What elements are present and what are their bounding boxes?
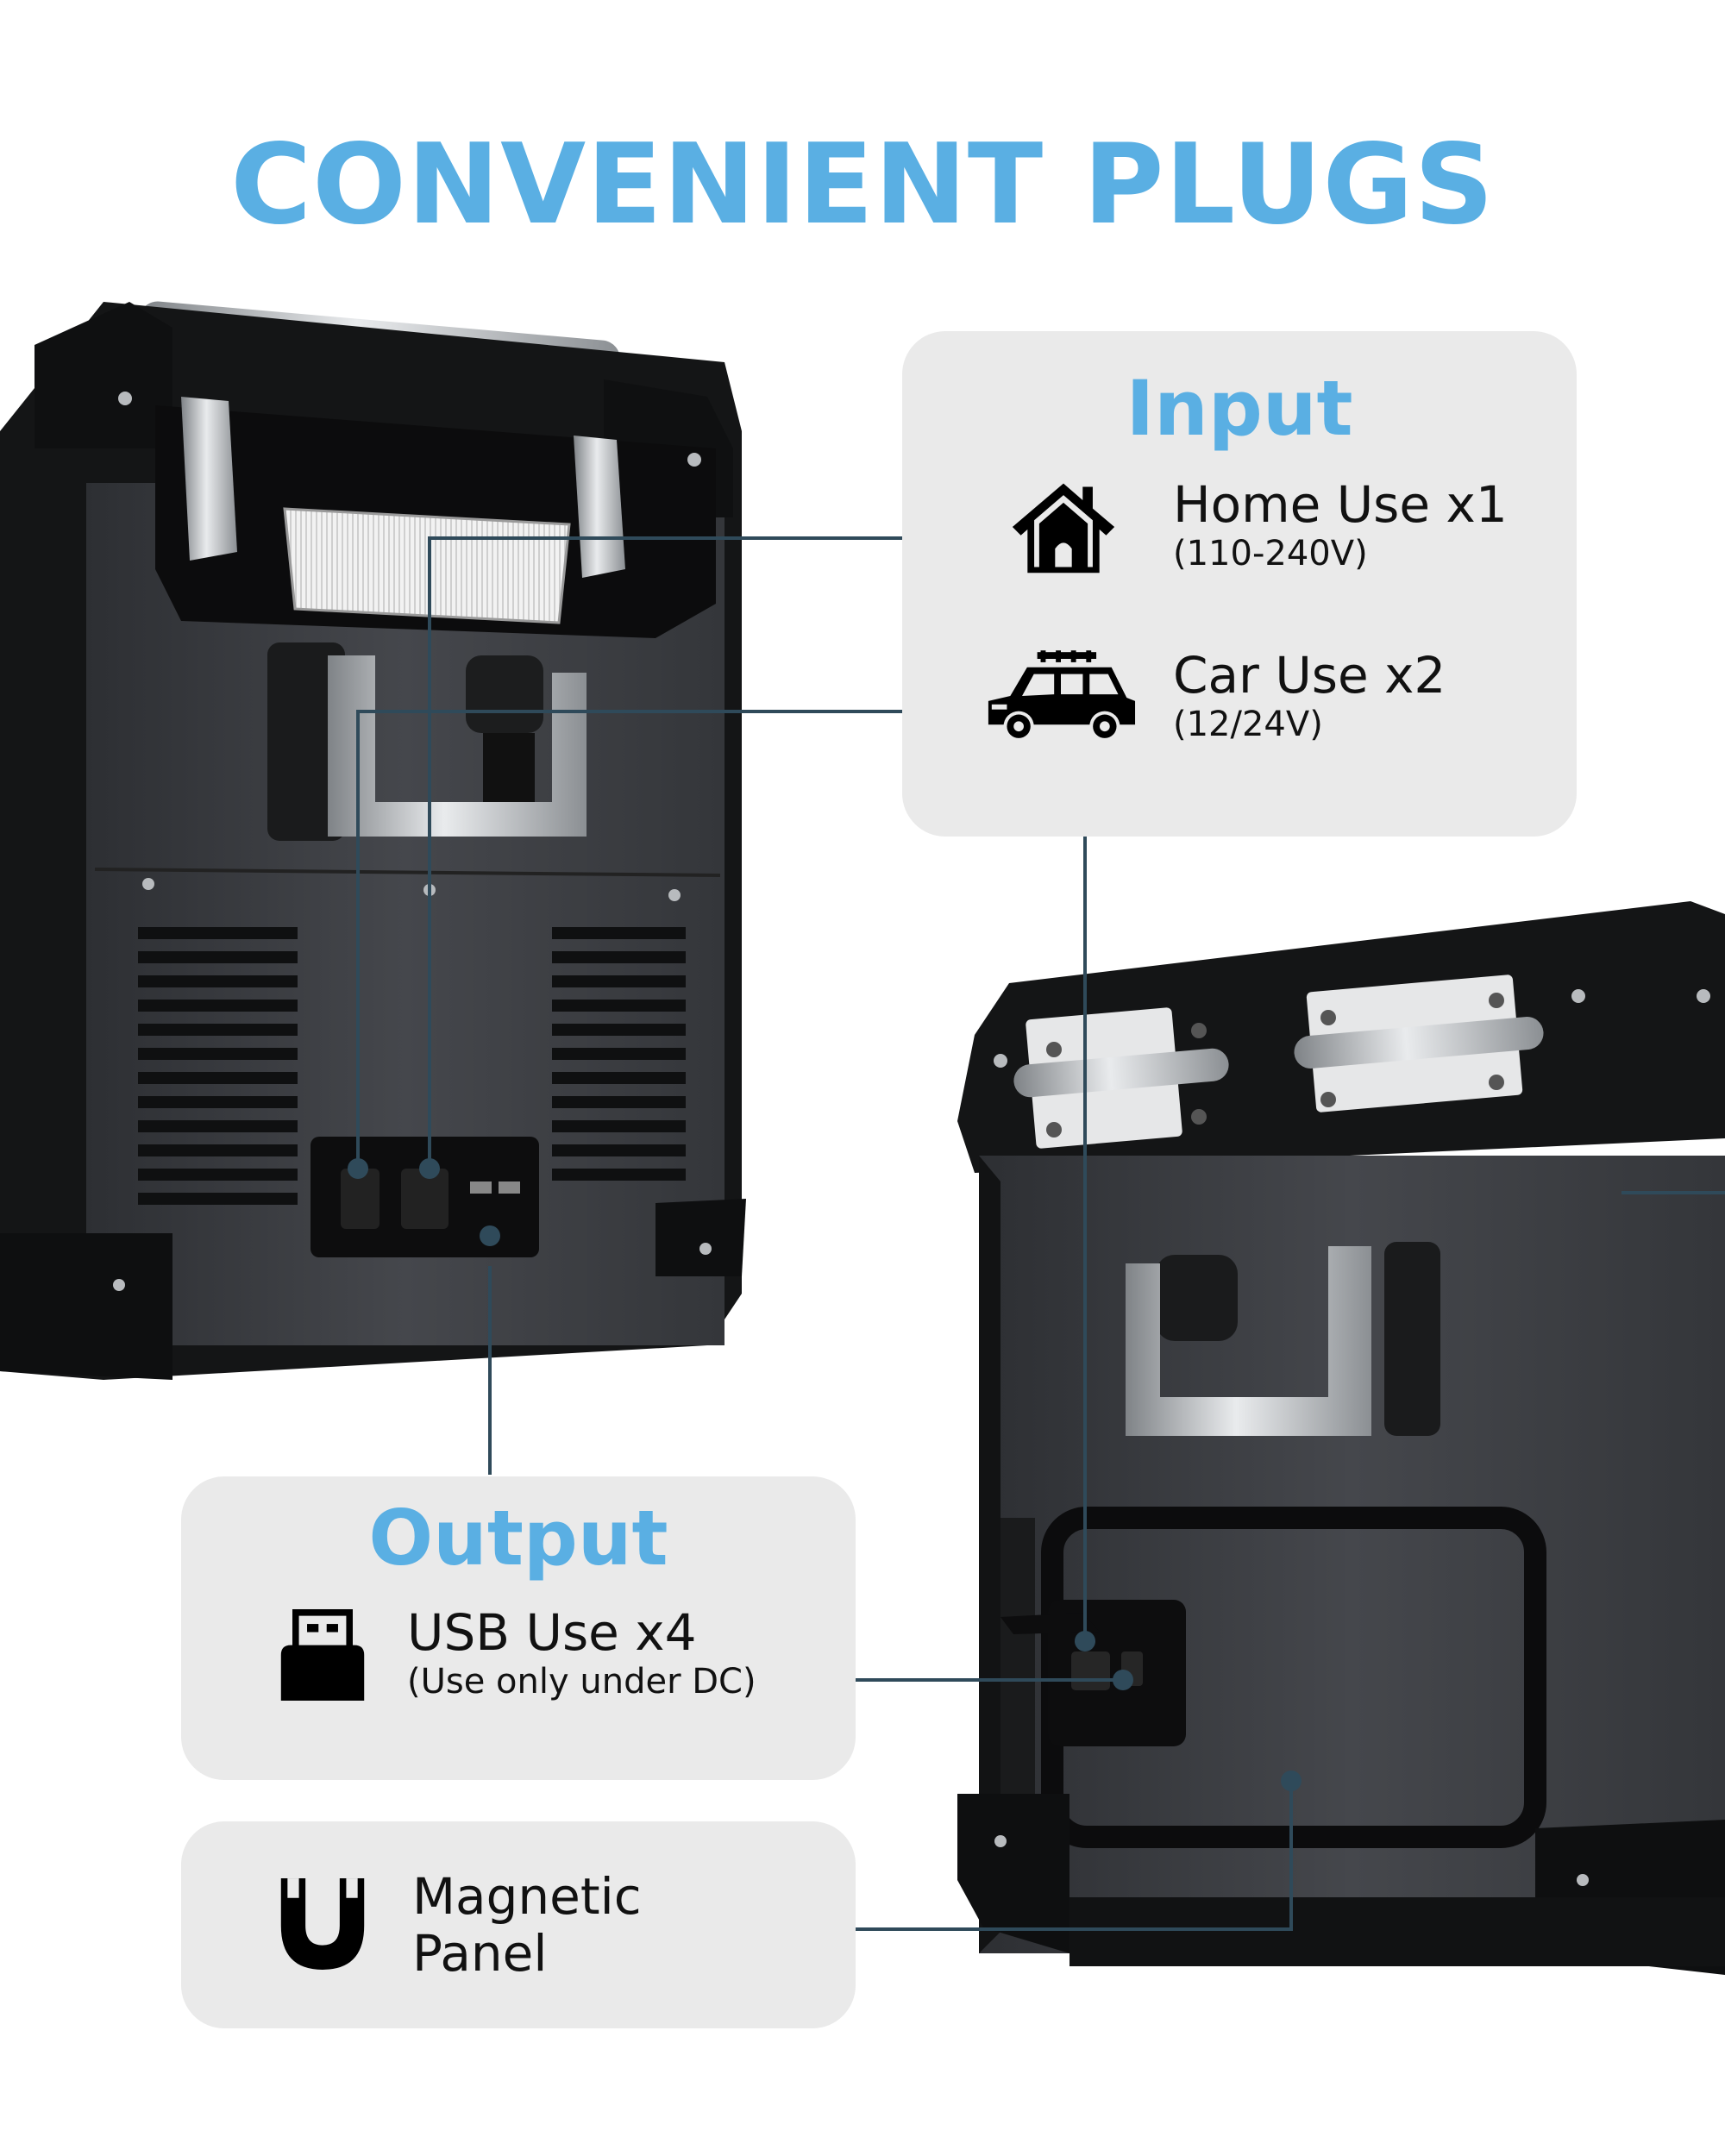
callout-dot-dc-right xyxy=(1075,1631,1095,1651)
callout-dot-usb-right xyxy=(1113,1670,1133,1690)
house-icon xyxy=(1012,483,1115,573)
callout-dot-usb xyxy=(480,1225,500,1246)
output-heading: Output xyxy=(368,1494,668,1583)
usb-plug-icon xyxy=(280,1609,365,1701)
car-use-label: Car Use x2 xyxy=(1173,646,1446,705)
usb-use-note: (Use only under DC) xyxy=(407,1662,756,1702)
callout-lines xyxy=(356,536,1725,1931)
right-cooler-side-view xyxy=(957,901,1725,1975)
car-icon xyxy=(988,650,1136,742)
input-item-home-use: Home Use x1 (110-240V) xyxy=(902,476,1577,588)
callout-dot-dc-left xyxy=(348,1158,368,1179)
usb-use-label: USB Use x4 xyxy=(407,1603,697,1662)
callout-dots xyxy=(348,1158,1302,1791)
page-title: CONVENIENT PLUGS xyxy=(230,121,1495,249)
input-panel: Input Home Use x1 (110-240V) Car Use x2 … xyxy=(902,331,1577,837)
callout-line-magnetic xyxy=(811,1781,1293,1931)
car-use-voltage: (12/24V) xyxy=(1173,705,1323,744)
callout-line-car-use-left xyxy=(356,710,956,1169)
magnet-icon xyxy=(280,1878,365,1970)
callout-line-home-use xyxy=(428,536,956,1169)
home-use-voltage: (110-240V) xyxy=(1173,534,1368,573)
home-use-label: Home Use x1 xyxy=(1173,475,1508,534)
input-item-car-use: Car Use x2 (12/24V) xyxy=(902,647,1577,759)
callout-dot-magnetic xyxy=(1281,1771,1302,1791)
callout-dot-ac xyxy=(419,1158,440,1179)
output-item-usb: USB Use x4 (Use only under DC) xyxy=(181,1604,856,1733)
output-panel: Output USB Use x4 (Use only under DC) xyxy=(181,1476,856,1780)
left-cooler-back-view xyxy=(0,301,746,1380)
magnetic-panel-card: Magnetic Panel xyxy=(181,1821,856,2028)
magnetic-label-line2: Panel xyxy=(412,1924,548,1983)
input-heading: Input xyxy=(1126,364,1353,453)
magnetic-label-line1: Magnetic xyxy=(412,1867,642,1926)
